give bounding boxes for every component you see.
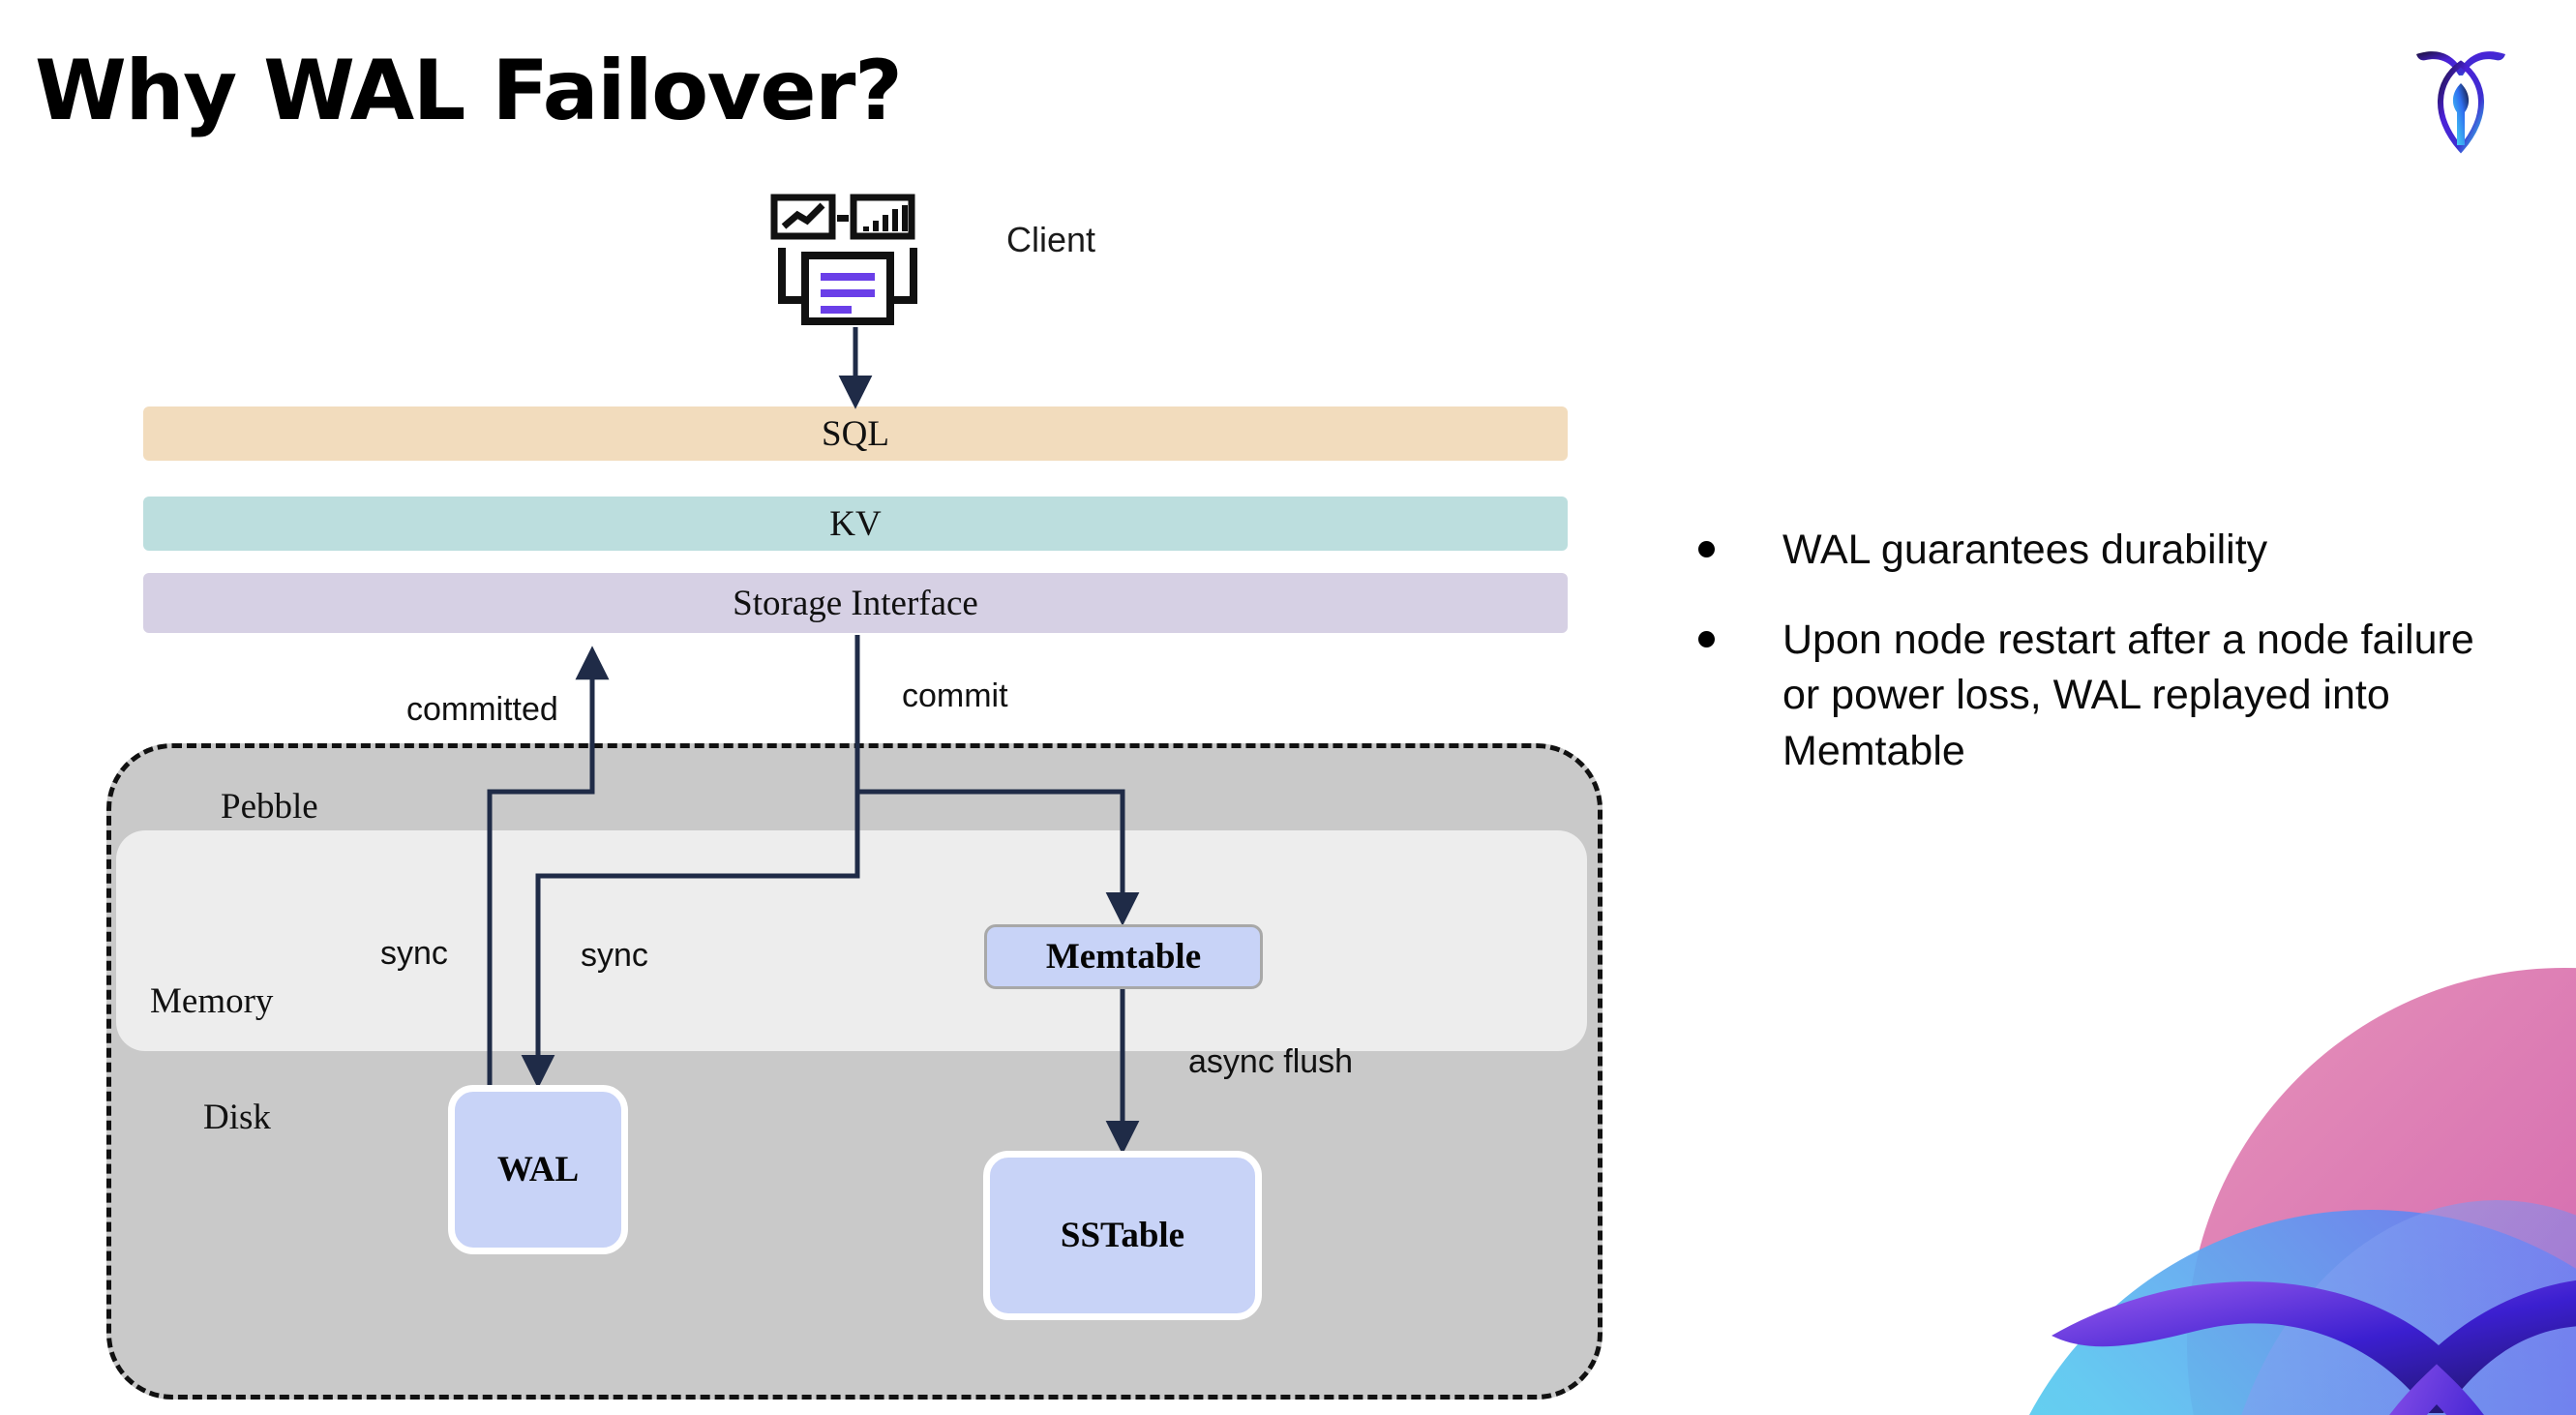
edge-label-committed: committed xyxy=(406,691,558,728)
edge-label-sync-write: sync xyxy=(581,937,648,974)
layer-bar-kv: KV xyxy=(143,497,1568,551)
node-sstable-label: SSTable xyxy=(1060,1216,1185,1255)
decorative-logo-mark xyxy=(1955,929,2576,1415)
memory-region xyxy=(116,830,1587,1051)
edge-label-commit: commit xyxy=(902,677,1008,714)
layer-bar-sql: SQL xyxy=(143,406,1568,461)
disk-label: Disk xyxy=(203,1098,271,1137)
page-title: Why WAL Failover? xyxy=(35,43,903,139)
node-memtable-label: Memtable xyxy=(1045,937,1202,977)
bullet-text: Upon node restart after a node failure o… xyxy=(1782,617,2474,774)
edge-label-sync-ack: sync xyxy=(380,935,448,972)
node-wal-label: WAL xyxy=(496,1150,580,1189)
node-sstable: SSTable xyxy=(983,1151,1262,1320)
layer-bar-storage-interface: Storage Interface xyxy=(143,573,1568,633)
client-label: Client xyxy=(1006,220,1096,259)
bullet-dot-icon xyxy=(1698,541,1715,557)
client-dashboard-icon xyxy=(770,194,925,329)
pebble-label: Pebble xyxy=(221,787,318,827)
cockroachdb-logo xyxy=(2407,37,2515,161)
layer-bar-kv-label: KV xyxy=(829,503,882,544)
bullet-text: WAL guarantees durability xyxy=(1782,527,2268,573)
node-wal: WAL xyxy=(448,1085,628,1254)
node-memtable: Memtable xyxy=(984,924,1263,989)
layer-bar-storage-interface-label: Storage Interface xyxy=(733,583,978,623)
memory-label: Memory xyxy=(150,981,274,1021)
bullet-dot-icon xyxy=(1698,631,1715,648)
list-item: Upon node restart after a node failure o… xyxy=(1698,613,2511,779)
list-item: WAL guarantees durability xyxy=(1698,523,2511,578)
layer-bar-sql-label: SQL xyxy=(822,413,889,454)
edge-label-async-flush: async flush xyxy=(1188,1043,1354,1080)
bullet-list: WAL guarantees durability Upon node rest… xyxy=(1698,523,2511,814)
